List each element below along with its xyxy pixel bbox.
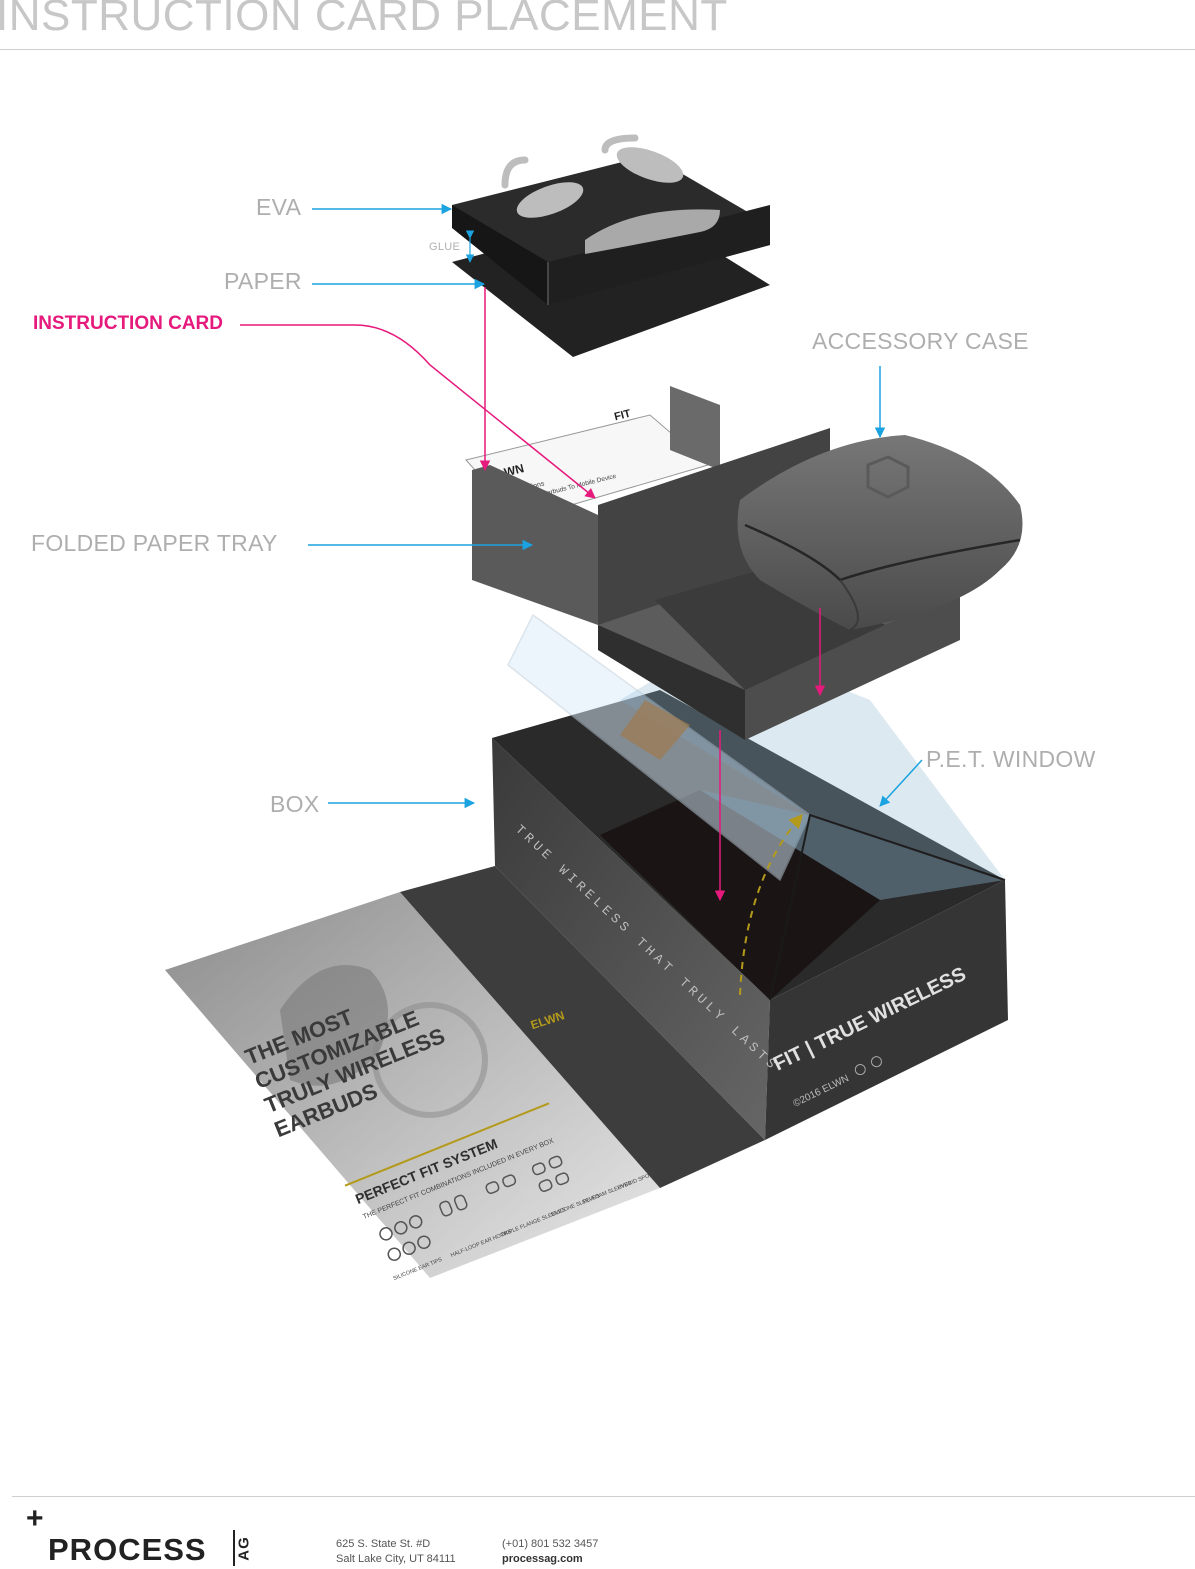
box-flap: THE MOST CUSTOMIZABLE TRULY WIRELESS EAR… bbox=[165, 866, 765, 1282]
exploded-package-diagram: THE MOST CUSTOMIZABLE TRULY WIRELESS EAR… bbox=[165, 134, 1023, 1282]
earbud-cutout-left bbox=[516, 182, 584, 218]
footer-brand-divider bbox=[233, 1530, 235, 1566]
footer-brand-suffix: AG bbox=[235, 1536, 253, 1561]
tray-end-wall bbox=[745, 590, 960, 740]
label-box: BOX bbox=[270, 791, 320, 817]
label-paper: PAPER bbox=[224, 268, 302, 294]
footer-address-2: Salt Lake City, UT 84111 bbox=[336, 1553, 456, 1565]
case-body bbox=[737, 435, 1023, 630]
label-eva: EVA bbox=[256, 194, 302, 220]
label-pet-window: P.E.T. WINDOW bbox=[926, 746, 1096, 772]
tray-side-lip bbox=[598, 625, 745, 740]
eva-stack bbox=[452, 134, 770, 357]
label-instruction-card: INSTRUCTION CARD bbox=[33, 313, 223, 334]
eva-foam-side bbox=[452, 205, 548, 305]
plus-icon: + bbox=[26, 1502, 44, 1535]
box-end bbox=[765, 880, 1008, 1140]
label-folded-paper-tray: FOLDED PAPER TRAY bbox=[31, 530, 278, 556]
window-fold-arrow bbox=[739, 813, 803, 996]
callout-lines bbox=[240, 203, 923, 996]
case-logo-icon bbox=[866, 455, 910, 499]
flap-photo-panel bbox=[165, 892, 660, 1278]
pet-window-panel bbox=[700, 790, 1005, 900]
pet-window-tab bbox=[620, 700, 690, 760]
earbud-cutout-cable bbox=[585, 209, 720, 254]
accessory-case bbox=[737, 435, 1023, 631]
eva-foam-front bbox=[548, 205, 770, 305]
tray-back-wall bbox=[670, 386, 720, 470]
label-accessory-case: ACCESSORY CASE bbox=[812, 328, 1029, 354]
callout-instruction-card bbox=[240, 324, 596, 499]
flap-inner-panel bbox=[400, 866, 765, 1188]
label-glue: GLUE bbox=[429, 241, 461, 253]
footer-brand: PROCESS bbox=[48, 1532, 207, 1567]
tray-front-wall bbox=[472, 465, 598, 625]
tray-compartment bbox=[655, 570, 920, 690]
footer-divider bbox=[12, 1496, 1195, 1497]
callout-pet-window bbox=[879, 759, 923, 807]
footer-phone: (+01) 801 532 3457 bbox=[502, 1538, 599, 1550]
bike-wheel bbox=[372, 1002, 488, 1118]
card-model: FIT bbox=[613, 408, 632, 424]
earbud-cutout-right bbox=[616, 147, 684, 183]
footer-website[interactable]: processag.com bbox=[502, 1553, 583, 1565]
title-divider bbox=[0, 49, 1195, 50]
box-opening bbox=[600, 790, 880, 1000]
page-title: INSTRUCTION CARD PLACEMENT bbox=[0, 0, 728, 40]
footer-address-1: 625 S. State St. #D bbox=[336, 1538, 431, 1550]
rider-photo bbox=[280, 965, 388, 1086]
box-long-side bbox=[492, 738, 770, 1140]
